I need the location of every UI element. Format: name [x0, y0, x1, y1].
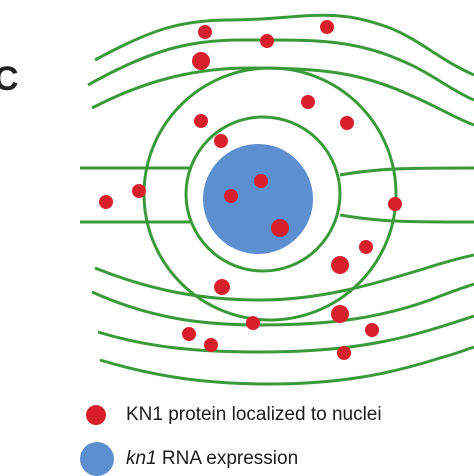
- legend-protein-label: KN1 protein localized to nuclei: [126, 404, 382, 425]
- protein-dot: [132, 184, 146, 198]
- legend-rna-label: RNA expression: [156, 448, 299, 469]
- cell-wall-top-1: [94, 13, 474, 77]
- protein-dot: [224, 189, 238, 203]
- protein-dot: [192, 52, 210, 70]
- protein-dot: [388, 197, 402, 211]
- cell-wall-top-2: [87, 38, 474, 102]
- legend-rna: kn1 RNA expression: [78, 442, 298, 476]
- cell-wall-top-3: [91, 66, 474, 127]
- legend-rna-text: kn1 RNA expression: [126, 448, 298, 470]
- protein-dot: [194, 114, 208, 128]
- cell-wall-right-bottom: [339, 213, 474, 224]
- protein-dot: [301, 95, 315, 109]
- protein-dot: [182, 327, 196, 341]
- protein-dot: [337, 346, 351, 360]
- legend-rna-gene: kn1: [126, 448, 157, 469]
- protein-dot: [260, 34, 274, 48]
- protein-dot-swatch: [86, 405, 106, 425]
- panel-label: C: [0, 60, 19, 98]
- protein-dot: [214, 134, 228, 148]
- inner-cell-wall: [184, 115, 342, 273]
- protein-dot: [271, 219, 289, 237]
- rna-swatch: [80, 442, 114, 476]
- protein-dot: [331, 256, 349, 274]
- protein-dot: [204, 338, 218, 352]
- rna-expression-region: [203, 144, 313, 254]
- cell-wall-bottom-4: [99, 345, 474, 386]
- protein-dot: [365, 323, 379, 337]
- protein-dot: [320, 20, 334, 34]
- protein-dot: [214, 279, 230, 295]
- protein-dot: [254, 174, 268, 188]
- cell-wall-bottom-2: [91, 282, 474, 327]
- cell-wall-bottom-3: [97, 314, 474, 354]
- protein-dot: [340, 116, 354, 130]
- protein-dot: [198, 25, 212, 39]
- cell-wall-right-top: [339, 166, 474, 177]
- cell-wall-bottom-1: [94, 253, 474, 302]
- protein-dot: [246, 316, 260, 330]
- protein-dot: [331, 305, 349, 323]
- protein-dot: [359, 240, 373, 254]
- protein-dot: [99, 195, 113, 209]
- legend-protein: KN1 protein localized to nuclei: [78, 404, 382, 426]
